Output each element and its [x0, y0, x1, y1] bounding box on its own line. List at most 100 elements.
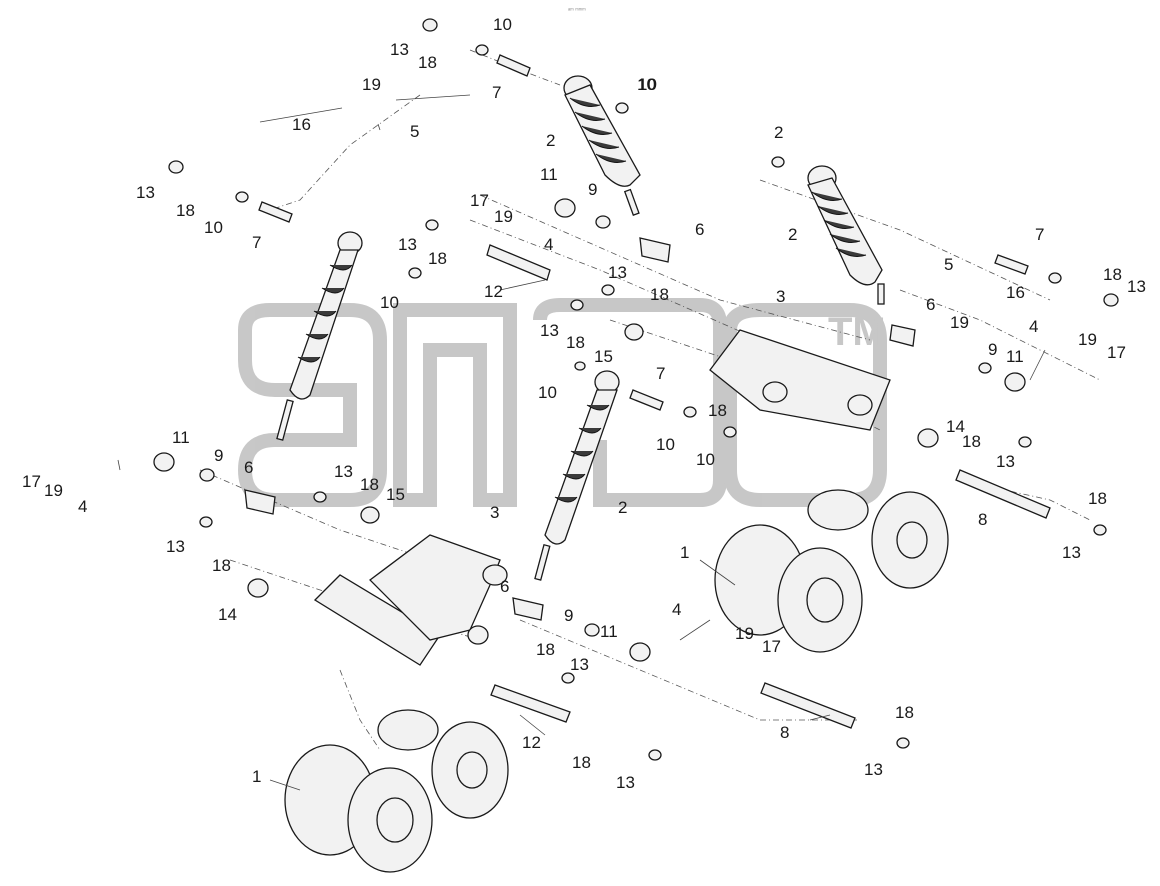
- callout-label: 16: [1006, 283, 1025, 302]
- callout-label: 6: [244, 458, 253, 477]
- callout-label: 11: [1006, 347, 1024, 366]
- callout-label: 10: [696, 450, 715, 469]
- callout-label: 11: [172, 428, 190, 447]
- callout-label: 5: [944, 255, 953, 274]
- callout-label: 19: [1078, 330, 1097, 349]
- callout-label: 10: [493, 15, 512, 34]
- callout-label: 8: [978, 510, 987, 529]
- callout-label: 3: [776, 287, 785, 306]
- callout-label: 19: [362, 75, 381, 94]
- callout-label: 18: [566, 333, 585, 352]
- callout-label: 7: [656, 364, 665, 383]
- callout-label: 13: [608, 263, 627, 282]
- callout-label: 2: [546, 131, 555, 150]
- callout-label: 4: [672, 600, 681, 619]
- callout-label: 14: [946, 417, 965, 436]
- callout-label: 18: [536, 640, 555, 659]
- callout-label: 10: [638, 75, 657, 94]
- callout-label: 4: [544, 235, 553, 254]
- callout-label: 9: [988, 340, 997, 359]
- callout-label: 17: [22, 472, 41, 491]
- callout-label: 9: [214, 446, 223, 465]
- callout-label: 19: [494, 207, 513, 226]
- callout-label: 18: [708, 401, 727, 420]
- callout-label: 13: [166, 537, 185, 556]
- callout-label: 13: [570, 655, 589, 674]
- callout-label: 1: [252, 767, 261, 786]
- callout-label: 15: [386, 485, 405, 504]
- callout-label: 12: [522, 733, 541, 752]
- callout-label: 13: [398, 235, 417, 254]
- swing-arm-right: [709, 329, 891, 431]
- callout-label: 7: [252, 233, 261, 252]
- bushings-and-fasteners: [153, 18, 1119, 761]
- trademark-mark: TM: [828, 310, 886, 354]
- pins-and-axles: [258, 54, 1051, 729]
- leader-lines: [117, 94, 1046, 791]
- callout-label: 13: [996, 452, 1015, 471]
- callout-label: 18: [212, 556, 231, 575]
- callout-label: 2: [774, 123, 783, 142]
- bogie-wheels-left: [284, 709, 509, 873]
- callout-label: 17: [762, 637, 781, 656]
- shock-absorber-right: [807, 165, 885, 305]
- callout-label: 12: [484, 282, 503, 301]
- callout-label: 13: [1127, 277, 1146, 296]
- shock-absorber-top: [563, 75, 641, 216]
- callout-label: 4: [78, 497, 87, 516]
- callout-label: 13: [136, 183, 155, 202]
- callout-label: 9: [564, 606, 573, 625]
- callout-label: 1: [680, 543, 689, 562]
- callout-label: 18: [1088, 489, 1107, 508]
- callout-label: 18: [360, 475, 379, 494]
- callout-label: 10: [656, 435, 675, 454]
- shock-absorber-left: [276, 231, 363, 441]
- callout-label: 13: [390, 40, 409, 59]
- callout-label: 18: [962, 432, 981, 451]
- callout-label: 15: [594, 347, 613, 366]
- callout-label: 7: [1035, 225, 1044, 244]
- callout-label: 13: [334, 462, 353, 481]
- callout-label: 2: [788, 225, 797, 244]
- callout-label: 19: [44, 481, 63, 500]
- callout-label: 8: [780, 723, 789, 742]
- callout-label: 6: [695, 220, 704, 239]
- shock-absorber-center: [534, 370, 620, 581]
- callout-label: 17: [1107, 343, 1126, 362]
- callout-label: 10: [538, 383, 557, 402]
- callout-label: 16: [292, 115, 311, 134]
- bogie-wheels-right: [714, 489, 949, 653]
- callout-label: 6: [500, 577, 509, 596]
- callout-label: 18: [418, 53, 437, 72]
- callout-label: 4: [1029, 317, 1038, 336]
- callout-label: 18: [428, 249, 447, 268]
- callout-label: 10: [380, 293, 399, 312]
- callout-label: 6: [926, 295, 935, 314]
- callout-label: 2: [618, 498, 627, 517]
- callout-label: 18: [650, 285, 669, 304]
- callout-label: 14: [218, 605, 237, 624]
- callout-label: 13: [1062, 543, 1081, 562]
- callout-label: 9: [588, 180, 597, 199]
- callout-label: 5: [410, 122, 419, 141]
- callout-label: 18: [895, 703, 914, 722]
- callout-label: 7: [492, 83, 501, 102]
- callout-label: 13: [540, 321, 559, 340]
- callout-label: 19: [950, 313, 969, 332]
- swing-arm-left: [313, 534, 508, 666]
- callout-label: 13: [616, 773, 635, 792]
- callout-label: 11: [540, 165, 558, 184]
- callout-label: 11: [600, 622, 618, 641]
- callout-label: 18: [1103, 265, 1122, 284]
- callout-label: 18: [572, 753, 591, 772]
- callout-label: 3: [490, 503, 499, 522]
- callout-label: 10: [204, 218, 223, 237]
- callout-label: 10: [637, 75, 656, 94]
- header-mark: ᵃᵐ ᵐᵐᵐ: [568, 8, 586, 14]
- callout-label: 17: [470, 191, 489, 210]
- callout-label: 18: [176, 201, 195, 220]
- callout-label: 19: [735, 624, 754, 643]
- callout-label: 13: [864, 760, 883, 779]
